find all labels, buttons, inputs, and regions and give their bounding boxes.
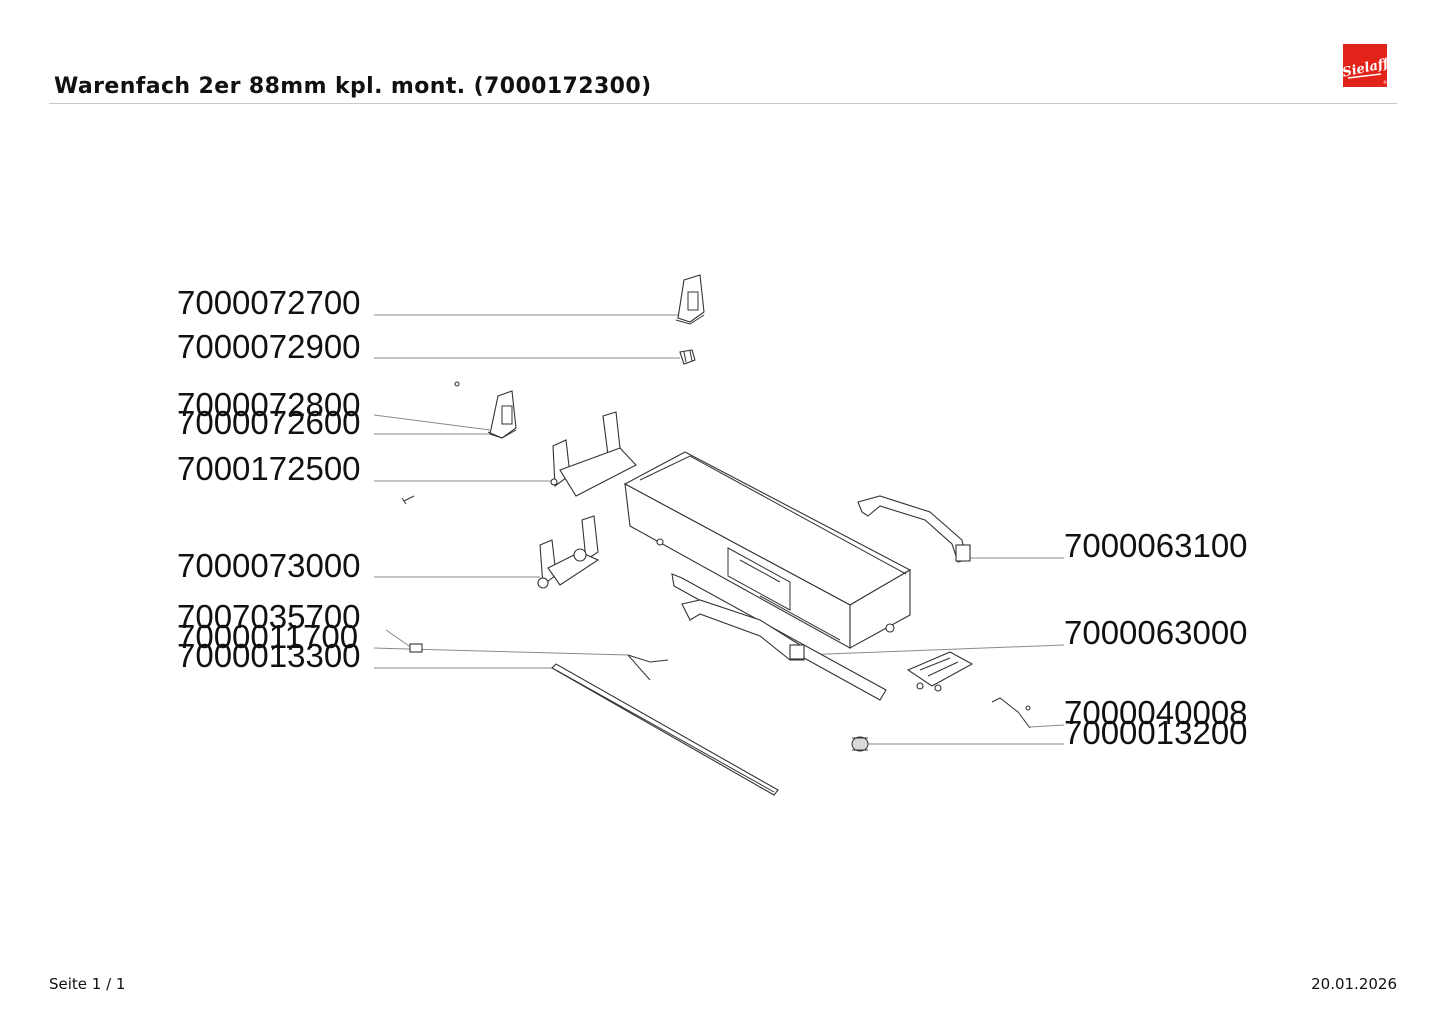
part-label: 7000063000 <box>1064 614 1248 651</box>
part-label: 7000072900 <box>177 328 361 365</box>
page-indicator: Seite 1 / 1 <box>49 975 126 993</box>
bracket-part <box>487 390 517 439</box>
part-label: 7000072800 <box>177 386 361 423</box>
part-label: 7000040008 <box>1064 694 1248 731</box>
bracket-part <box>675 274 705 325</box>
plate-bracket-part <box>906 651 974 692</box>
belt-part <box>551 663 779 796</box>
part-label: 7000073000 <box>177 547 361 584</box>
part-label: 7007035700 <box>177 598 361 635</box>
sielaff-logo: Sielaff ® <box>1343 44 1387 87</box>
gear-part <box>851 736 869 752</box>
page-title: Warenfach 2er 88mm kpl. mont. (700017230… <box>54 74 652 99</box>
header-divider <box>49 103 1397 104</box>
screw-part <box>401 381 460 505</box>
tray-housing-part <box>623 451 912 649</box>
bracket-assembly-part <box>550 411 637 497</box>
print-date: 20.01.2026 <box>1311 975 1397 993</box>
part-label: 7000063100 <box>1064 527 1248 564</box>
wire-part <box>409 643 669 681</box>
part-label: 7000072700 <box>177 284 361 321</box>
part-label: 7000013200 <box>1064 714 1248 751</box>
drive-bracket-part <box>537 515 600 589</box>
part-label: 7000011700 <box>177 618 358 655</box>
lever-arm-part <box>857 495 971 563</box>
part-label: 7000072600 <box>177 404 361 441</box>
leader-lines <box>373 314 1065 745</box>
part-label: 7000013300 <box>177 637 361 674</box>
cable-part <box>991 697 1031 729</box>
part-label: 7000172500 <box>177 450 361 487</box>
clip-part <box>679 349 696 365</box>
slide-rail-part <box>671 573 887 701</box>
svg-text:®: ® <box>1383 80 1387 85</box>
